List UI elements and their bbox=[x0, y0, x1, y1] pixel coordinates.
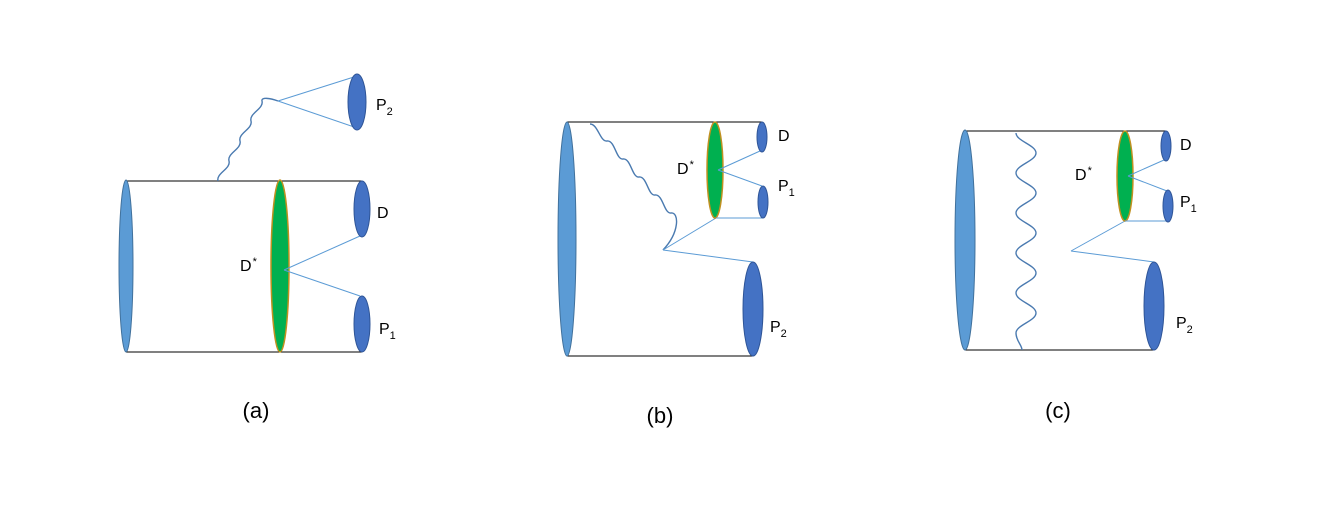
d-meson bbox=[1160, 130, 1172, 162]
label-dstar: D* bbox=[1075, 165, 1093, 184]
initial-meson bbox=[118, 179, 134, 353]
decay-line-p1 bbox=[283, 269, 361, 297]
line-to-p2 bbox=[1070, 250, 1155, 263]
caption-c: (c) bbox=[1045, 398, 1071, 423]
p1-meson bbox=[1162, 189, 1174, 223]
decay-line-p1 bbox=[717, 169, 763, 187]
d-meson bbox=[353, 180, 371, 238]
dstar-resonance bbox=[706, 121, 724, 219]
decay-line-d bbox=[717, 150, 761, 171]
d-meson bbox=[756, 121, 768, 153]
decay-line-d bbox=[283, 235, 361, 271]
p2-line-top bbox=[277, 75, 358, 102]
dstar-resonance bbox=[270, 179, 290, 353]
p1-meson bbox=[757, 185, 769, 219]
label-p1: P1 bbox=[1180, 194, 1197, 215]
p2-line-bottom bbox=[277, 100, 358, 129]
label-dstar: D* bbox=[677, 159, 695, 178]
dstar-resonance bbox=[1116, 130, 1134, 222]
label-p2: P2 bbox=[1176, 315, 1193, 336]
p2-meson bbox=[1143, 261, 1165, 351]
label-d: D bbox=[778, 128, 790, 145]
decay-line-p1 bbox=[1127, 175, 1168, 192]
label-p1: P1 bbox=[379, 321, 396, 342]
caption-b: (b) bbox=[647, 403, 674, 428]
label-p2: P2 bbox=[376, 97, 393, 118]
gluon-line bbox=[589, 123, 678, 251]
initial-meson bbox=[954, 129, 976, 351]
label-dstar: D* bbox=[240, 256, 258, 275]
gluon-line bbox=[217, 97, 279, 182]
p2-meson bbox=[742, 261, 764, 357]
p1-meson bbox=[353, 295, 371, 353]
panel-c: D* D P1 P2 (c) bbox=[954, 129, 1197, 423]
label-p2: P2 bbox=[770, 319, 787, 340]
panel-b: D* D P1 P2 (b) bbox=[557, 121, 795, 428]
p2-meson bbox=[347, 73, 367, 131]
label-p1: P1 bbox=[778, 178, 795, 199]
caption-a: (a) bbox=[243, 398, 270, 423]
gluon-to-p2 bbox=[662, 249, 754, 263]
gluon-line bbox=[1015, 132, 1037, 351]
panel-a: D* D P1 P2 (a) bbox=[118, 73, 396, 423]
label-d: D bbox=[1180, 137, 1192, 154]
decay-line-d bbox=[1127, 159, 1165, 177]
gluon-to-dstar bbox=[662, 217, 717, 251]
line-to-dstar bbox=[1070, 220, 1126, 252]
label-d: D bbox=[377, 205, 389, 222]
initial-meson bbox=[557, 121, 577, 357]
